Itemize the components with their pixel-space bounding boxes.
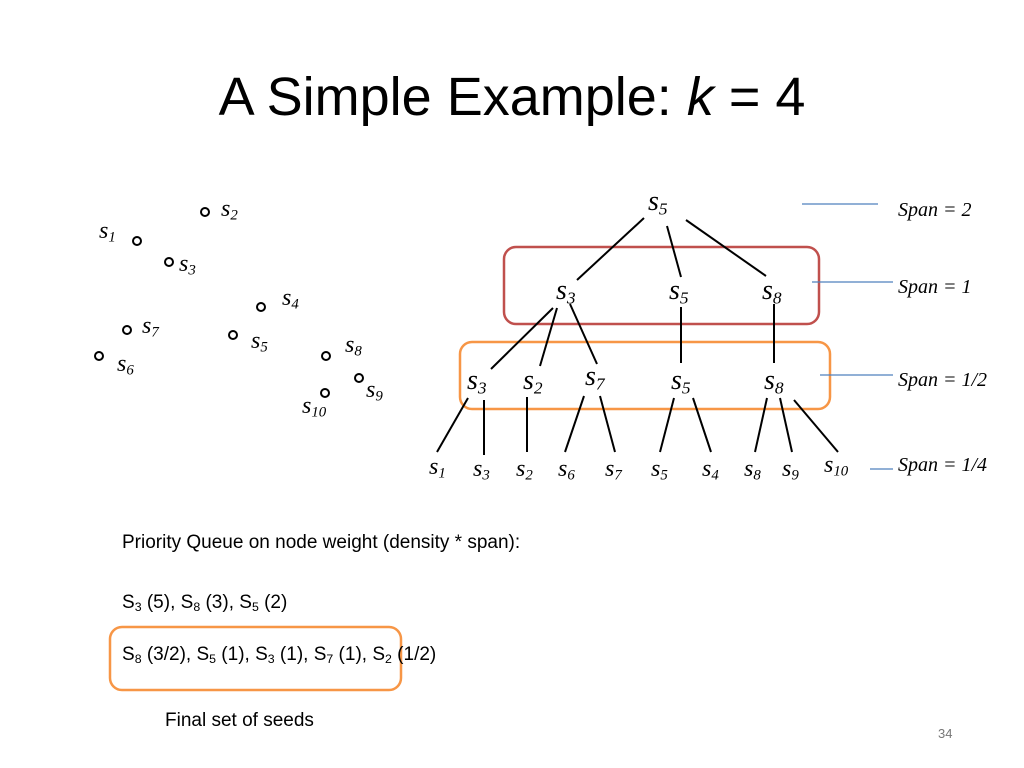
tree-edge: [436, 397, 469, 453]
point-marker: [122, 325, 132, 335]
point-marker: [94, 351, 104, 361]
tree-edge: [659, 397, 675, 453]
point-marker: [164, 257, 174, 267]
tree-node: s6: [558, 456, 575, 484]
tree-node: s7: [605, 456, 622, 484]
priority-queue-row-1: S3 (5), S8 (3), S5 (2): [122, 592, 288, 615]
point-label: s2: [221, 196, 238, 224]
tree-node: s8: [764, 365, 784, 398]
slide-title: A Simple Example: k = 4: [218, 67, 806, 127]
level1-highlight-box: [502, 245, 821, 326]
span-label: Span = 1/2: [898, 369, 988, 391]
tree-node: s3: [473, 456, 490, 484]
slide-number: 34: [938, 726, 953, 741]
tree-node: s8: [744, 456, 761, 484]
point-label: s3: [179, 251, 196, 279]
point-marker: [228, 330, 238, 340]
tree-node: s5: [651, 456, 668, 484]
point-label: s5: [251, 328, 268, 356]
point-label: s4: [282, 285, 299, 313]
priority-queue-heading: Priority Queue on node weight (density *…: [122, 532, 521, 553]
tree-node: s5: [648, 186, 668, 219]
tree-node: s1: [429, 454, 446, 482]
tree-node: s3: [556, 275, 576, 308]
tree-node: s5: [669, 275, 689, 308]
point-label: s1: [99, 218, 116, 246]
tree-node: s2: [516, 456, 533, 484]
tree-edge: [569, 303, 598, 365]
point-marker: [256, 302, 266, 312]
tree-node: s2: [523, 365, 543, 398]
final-seeds-box: [108, 625, 403, 692]
tree-node: s3: [467, 365, 487, 398]
tree-edge: [564, 395, 585, 453]
point-marker: [354, 373, 364, 383]
tree-edge: [490, 307, 554, 370]
tree-edge: [754, 397, 768, 453]
final-seeds-caption: Final set of seeds: [165, 710, 314, 731]
point-marker: [200, 207, 210, 217]
tree-node: s10: [824, 452, 849, 480]
point-marker: [320, 388, 330, 398]
span-label: Span = 2: [898, 199, 972, 221]
tree-edge: [692, 397, 712, 453]
tree-edge: [685, 219, 767, 277]
point-label: s10: [302, 393, 327, 421]
point-label: s6: [117, 351, 134, 379]
tree-edge: [666, 225, 682, 278]
tree-edge: [793, 399, 839, 453]
span-label: Span = 1: [898, 276, 972, 298]
tree-node: s4: [702, 456, 719, 484]
priority-queue-row-2: S8 (3/2), S5 (1), S3 (1), S7 (1), S2 (1/…: [122, 644, 437, 667]
point-label: s8: [345, 332, 362, 360]
span-label: Span = 1/4: [898, 454, 988, 476]
tree-edge: [779, 397, 793, 453]
tree-edge: [539, 307, 558, 367]
tree-node: s9: [782, 456, 799, 484]
tree-node: s8: [762, 275, 782, 308]
point-marker: [132, 236, 142, 246]
tree-edge: [576, 217, 645, 281]
tree-node: s5: [671, 365, 691, 398]
tree-node: s7: [585, 361, 605, 394]
point-label: s9: [366, 377, 383, 405]
point-marker: [321, 351, 331, 361]
point-label: s7: [142, 313, 159, 341]
tree-edge: [599, 395, 616, 453]
